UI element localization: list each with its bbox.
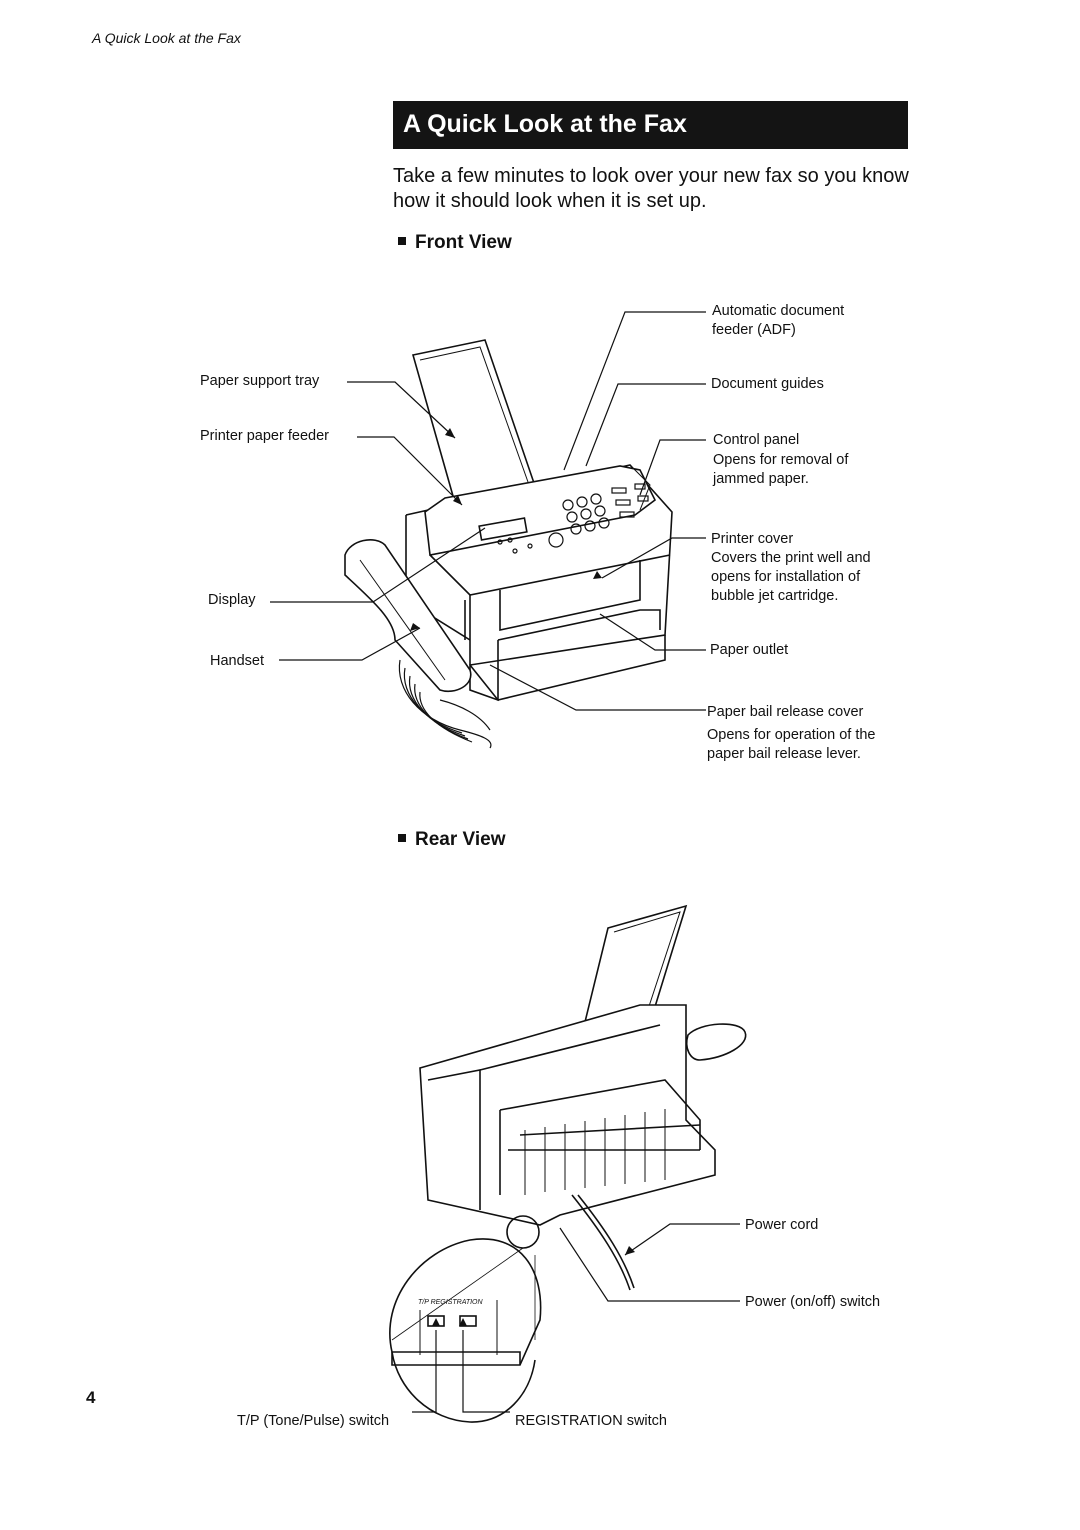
rear-vents-shape <box>524 1109 666 1195</box>
label-display: Display <box>208 592 256 608</box>
label-registration-switch: REGISTRATION switch <box>515 1413 667 1429</box>
inset-panel-text: T/P REGISTRATION <box>418 1299 483 1306</box>
inset-magnifier-shape <box>389 1238 542 1366</box>
label-power-cord: Power cord <box>745 1217 819 1233</box>
coiled-cord-shape <box>398 659 492 749</box>
page-number: 4 <box>86 1388 96 1407</box>
label-paper-outlet: Paper outlet <box>710 642 789 658</box>
label-handset: Handset <box>210 653 265 669</box>
label-control-panel: Control panel <box>713 432 800 448</box>
rear-fax-body-shape <box>419 1004 716 1226</box>
title-bar: A Quick Look at the Fax <box>393 101 908 149</box>
label-adf: Automatic document feeder (ADF) <box>712 303 845 338</box>
label-printer-cover: Printer cover <box>711 531 794 547</box>
rear-view-heading: Rear View <box>398 829 505 851</box>
bullet-icon <box>398 237 406 245</box>
label-printer-cover-note: Covers the print well and opens for inst… <box>711 550 871 604</box>
intro-paragraph: Take a few minutes to look over your new… <box>393 165 909 212</box>
front-view-heading-text: Front View <box>415 232 512 253</box>
label-control-panel-note: Opens for removal of jammed paper. <box>713 452 849 487</box>
power-cord-shape <box>571 1194 631 1291</box>
label-paper-bail-release-cover: Paper bail release cover <box>707 704 864 720</box>
bullet-icon <box>398 834 406 842</box>
rear-view-heading-text: Rear View <box>415 829 506 850</box>
display-window-shape <box>478 517 528 541</box>
label-paper-bail-note: Opens for operation of the paper bail re… <box>707 727 876 762</box>
rear-leader-lines <box>559 1223 740 1302</box>
label-tp-switch: T/P (Tone/Pulse) switch <box>237 1413 390 1429</box>
keypad-shape <box>497 483 649 554</box>
front-leader-lines <box>270 311 706 711</box>
label-document-guides: Document guides <box>711 376 824 392</box>
page-title: A Quick Look at the Fax <box>403 110 687 138</box>
registration-switch-shape <box>459 1315 477 1327</box>
label-paper-support-tray: Paper support tray <box>200 373 320 389</box>
label-power-switch: Power (on/off) switch <box>745 1294 881 1310</box>
rear-handset-shape <box>685 1023 747 1061</box>
front-view-heading: Front View <box>398 232 512 254</box>
label-printer-paper-feeder: Printer paper feeder <box>200 428 329 444</box>
running-header: A Quick Look at the Fax <box>92 30 241 46</box>
